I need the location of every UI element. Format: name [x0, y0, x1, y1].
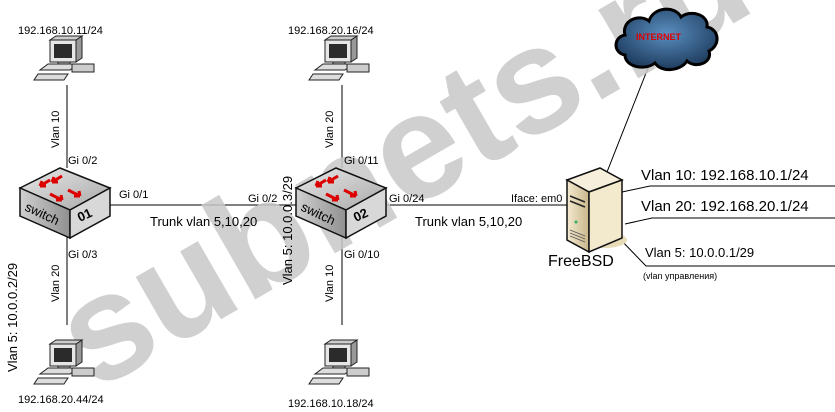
pc-icon: [33, 35, 95, 81]
server-name: FreeBSD: [548, 253, 614, 270]
pc1-vlan: Vlan 10: [50, 111, 62, 148]
pc4-vlan: Vlan 10: [324, 265, 336, 302]
server-icon: [565, 167, 627, 254]
switch1-number: 01: [75, 205, 94, 225]
pc3-vlan: Vlan 20: [324, 111, 336, 148]
pc-icon: [308, 35, 370, 81]
server-vlan5-note: (vlan управления): [643, 271, 717, 281]
switch2-port-up: Gi 0/11: [344, 155, 379, 167]
switch1-mgmt: Vlan 5: 10.0.0.2/29: [5, 263, 20, 372]
switch1-port-down: Gi 0/3: [68, 249, 97, 261]
pc1-ip: 192.168.10.11/24: [18, 25, 103, 37]
trunk2-label: Trunk vlan 5,10,20: [415, 214, 522, 229]
trunk1-label: Trunk vlan 5,10,20: [150, 214, 257, 229]
switch1-port-up: Gi 0/2: [68, 155, 97, 167]
pc3-ip: 192.168.20.16/24: [288, 25, 374, 37]
switch2-port-in: Gi 0/2: [248, 193, 277, 205]
server-vlan-10: Vlan 10: 192.168.10.1/24: [641, 167, 809, 184]
pc4-ip: 192.168.10.18/24: [288, 398, 374, 410]
pc2-vlan: Vlan 20: [50, 265, 62, 302]
iface-label: Iface: em0: [511, 193, 562, 205]
switch2-port-down: Gi 0/10: [344, 249, 379, 261]
pc-icon: [308, 339, 370, 385]
switch2-port-out: Gi 0/24: [389, 193, 424, 205]
switch2-mgmt: Vlan 5: 10.0.0.3/29: [280, 176, 295, 285]
internet-label: INTERNET: [636, 32, 682, 42]
pc2-ip: 192.168.20.44/24: [18, 394, 104, 406]
switch2-number: 02: [351, 205, 370, 225]
server-vlan-5: Vlan 5: 10.0.0.1/29: [645, 245, 754, 260]
server-vlan-20: Vlan 20: 192.168.20.1/24: [641, 198, 809, 215]
internet-cloud-icon: [614, 7, 719, 71]
links: [66, 67, 835, 325]
switch1-port-trunk: Gi 0/1: [119, 189, 148, 201]
